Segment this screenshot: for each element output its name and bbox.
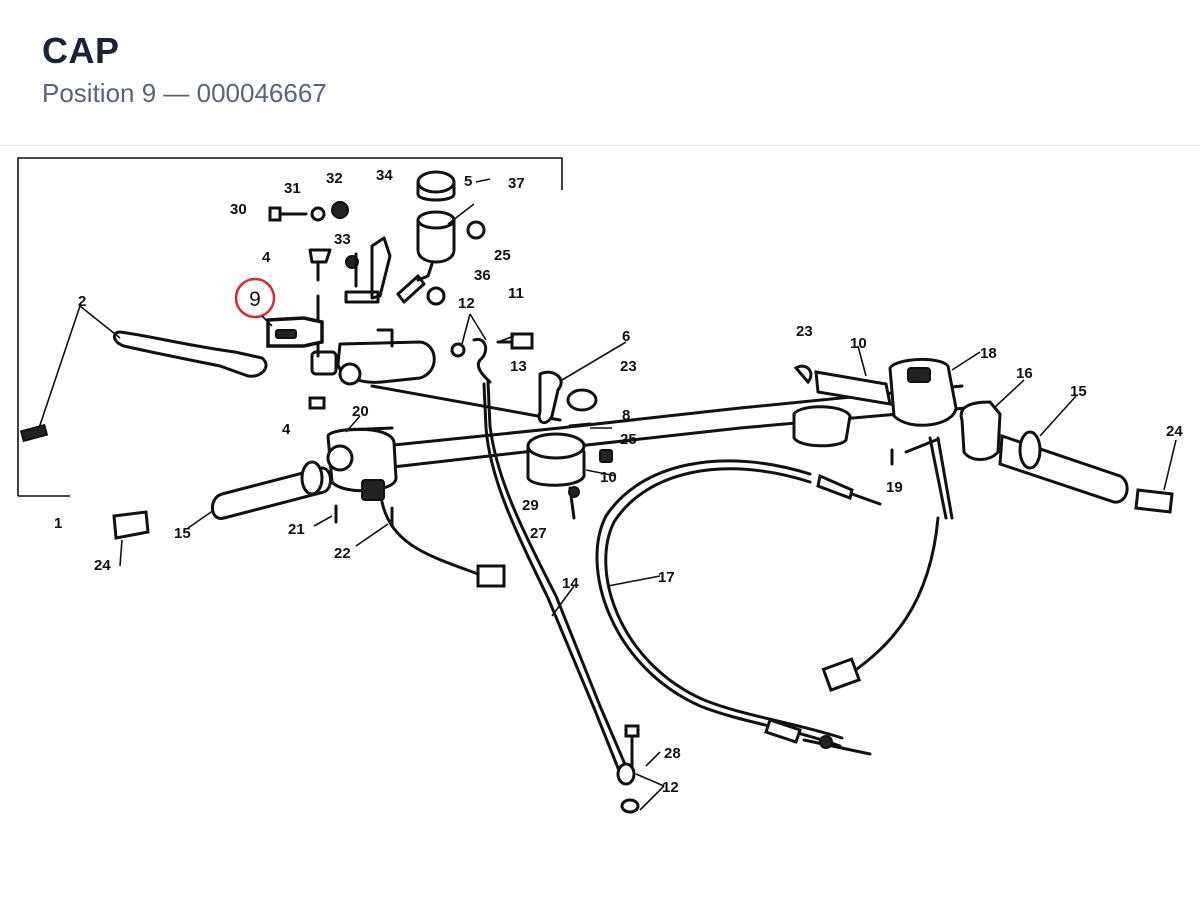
brake-lever [113, 330, 268, 378]
callout-12-bottom: 12 [662, 779, 679, 796]
leader-lines [119, 178, 1177, 811]
callout-17: 17 [658, 569, 675, 586]
callout-30: 30 [230, 201, 247, 218]
parts-diagram: 31 32 34 5 37 30 33 4 25 36 2 12 11 6 13… [0, 146, 1200, 902]
right-switch-housing [888, 357, 958, 427]
callout-13: 13 [510, 358, 527, 375]
bolt-30 [268, 201, 349, 222]
throttle-cable [595, 459, 842, 748]
callout-10-mid: 10 [600, 469, 617, 486]
highlight-label: 9 [249, 288, 261, 311]
callout-4-top: 4 [262, 249, 271, 266]
callout-32: 32 [326, 170, 343, 187]
callout-16: 16 [1016, 365, 1033, 382]
callout-19: 19 [886, 479, 903, 496]
callout-18: 18 [980, 345, 997, 362]
callout-37: 37 [508, 175, 525, 192]
callout-22: 22 [334, 545, 351, 562]
callout-34: 34 [376, 167, 393, 184]
page-header: CAP Position 9 — 000046667 [0, 0, 1200, 146]
callout-25-mid: 25 [620, 431, 637, 448]
callout-31: 31 [284, 180, 301, 197]
callout-labels: 31 32 34 5 37 30 33 4 25 36 2 12 11 6 13… [54, 167, 1183, 796]
page-title: CAP [42, 30, 120, 71]
callout-21: 21 [288, 521, 305, 538]
callout-33: 33 [334, 231, 351, 248]
callout-1: 1 [54, 515, 62, 532]
callout-20: 20 [352, 403, 369, 420]
callout-15-left: 15 [174, 525, 191, 542]
cap-part-9 [266, 316, 324, 348]
callout-24-right: 24 [1166, 423, 1183, 440]
callout-36: 36 [474, 267, 491, 284]
callout-4-low: 4 [282, 421, 291, 438]
callout-6: 6 [622, 328, 630, 345]
callout-10-right: 10 [850, 335, 867, 352]
page-subtitle: Position 9 — 000046667 [42, 78, 327, 108]
callout-8: 8 [622, 407, 630, 424]
callout-5: 5 [464, 173, 472, 190]
callout-14: 14 [562, 575, 579, 592]
callout-23-right: 23 [796, 323, 813, 340]
highlight-marker-9[interactable]: 9 [234, 277, 276, 327]
callout-12-top: 12 [458, 295, 475, 312]
callout-27: 27 [530, 525, 547, 542]
callout-24-left: 24 [94, 557, 111, 574]
callout-11: 11 [508, 285, 524, 302]
callout-15-right: 15 [1070, 383, 1087, 400]
callout-28: 28 [664, 745, 681, 762]
callout-2: 2 [78, 293, 86, 310]
callout-29: 29 [522, 497, 539, 514]
callout-25-top: 25 [494, 247, 511, 264]
exploded-view-drawing: 31 32 34 5 37 30 33 4 25 36 2 12 11 6 13… [17, 157, 1183, 814]
callout-23-mid: 23 [620, 358, 637, 375]
